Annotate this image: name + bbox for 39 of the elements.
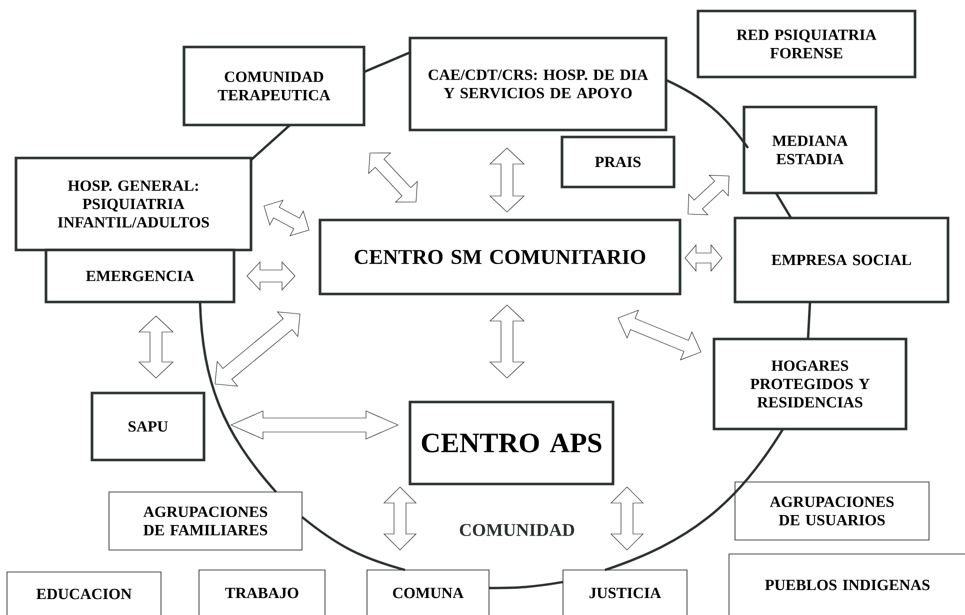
process-box: CAE/CDT/CRS: HOSP. DE DIA Y SERVICIOS DE APOYO — [408, 36, 668, 132]
double-arrow — [383, 486, 417, 550]
process-box: HOGARES PROTEGIDOS Y RESIDENCIAS — [712, 338, 908, 430]
connector-line — [198, 302, 277, 493]
process-box: JUSTICIA — [562, 570, 688, 615]
connector-line — [489, 580, 564, 590]
process-box: PRAIS — [560, 136, 676, 188]
double-arrow — [368, 152, 418, 202]
double-arrow — [610, 486, 644, 550]
connector-line — [666, 78, 749, 149]
process-box: CENTRO SM COMUNITARIO — [318, 218, 682, 296]
connector-line — [301, 516, 406, 572]
process-box: AGRUPACIONES DE FAMILIARES — [108, 492, 302, 550]
double-arrow — [688, 174, 730, 216]
process-box: AGRUPACIONES DE USUARIOS — [734, 482, 930, 540]
process-box: MEDIANA ESTADIA — [742, 106, 878, 194]
double-arrow — [489, 304, 525, 378]
connector-line — [604, 428, 784, 572]
double-arrow — [489, 148, 525, 212]
connector-line — [364, 50, 412, 74]
connector-line — [250, 124, 291, 161]
process-box: PUEBLOS INDIGENAS — [728, 554, 965, 615]
double-arrow — [684, 244, 722, 272]
process-box: EMERGENCIA — [44, 248, 236, 304]
double-arrow — [264, 200, 310, 236]
process-box: CENTRO APS — [408, 400, 614, 486]
process-box: SAPU — [90, 392, 206, 462]
double-arrow — [618, 310, 702, 360]
double-arrow — [138, 316, 174, 378]
connector-line — [774, 192, 792, 219]
process-box: RED PSIQUIATRIA FORENSE — [696, 10, 916, 78]
process-box: EMPRESA SOCIAL — [734, 216, 950, 304]
process-box: COMUNIDAD TERAPEUTICA — [182, 46, 366, 126]
process-box: EDUCACION — [6, 572, 162, 615]
text-label: COMUNIDAD — [460, 524, 574, 536]
connector-line — [806, 302, 812, 340]
process-box: COMUNA — [366, 570, 490, 615]
double-arrow — [246, 261, 296, 291]
process-box: TRABAJO — [198, 570, 326, 615]
